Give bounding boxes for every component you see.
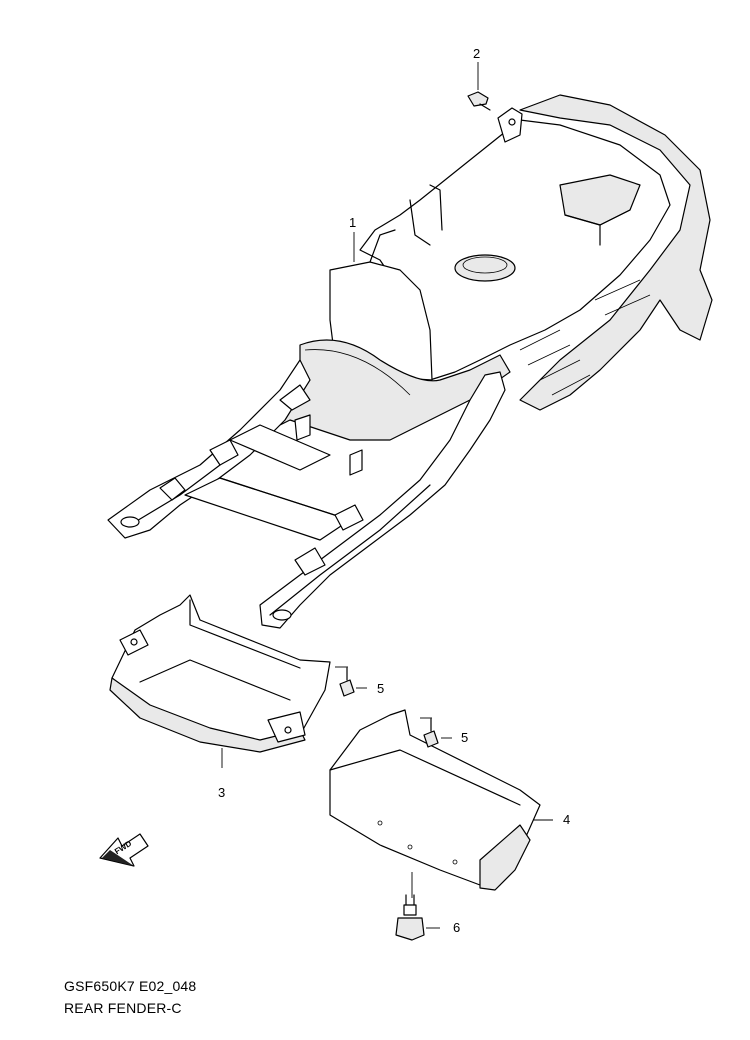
callout-1: 1 (349, 215, 357, 230)
fwd-arrow-icon (99, 833, 149, 867)
cover-part-3 (109, 594, 331, 753)
callout-5-upper: 5 (377, 681, 385, 696)
diagram-code: GSF650K7 E02_048 (64, 978, 197, 994)
clip-part-5a (339, 667, 355, 697)
rear-fender-part (107, 94, 713, 629)
callout-6: 6 (453, 920, 461, 935)
bolt-part-6 (395, 894, 425, 941)
callout-2: 2 (473, 46, 481, 61)
callout-5-lower: 5 (461, 730, 469, 745)
diagram-title: REAR FENDER-C (64, 1000, 182, 1016)
leader-lines (221, 62, 553, 929)
callout-3: 3 (218, 785, 226, 800)
screw-part (467, 91, 491, 111)
cover-part-4 (329, 709, 541, 891)
callout-4: 4 (563, 812, 571, 827)
clip-part-5b (423, 718, 439, 748)
